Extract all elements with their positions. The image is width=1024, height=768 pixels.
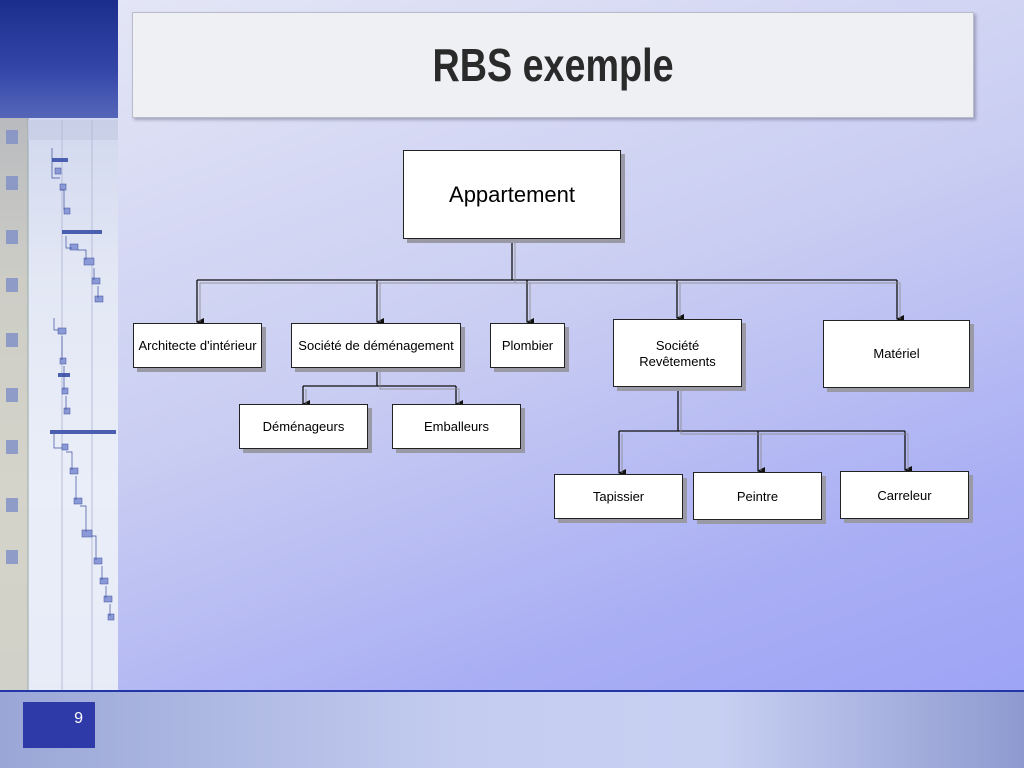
node-appartement: Appartement: [403, 150, 621, 239]
node-emballeurs: Emballeurs: [392, 404, 521, 449]
node-revetements-label-line1: Société: [655, 338, 700, 353]
node-carreleur: Carreleur: [840, 471, 969, 519]
page-number: 9: [74, 710, 83, 727]
node-revetements-label-line2: Revêtements: [639, 354, 716, 369]
node-emballeurs-label: Emballeurs: [423, 418, 490, 434]
page-number-box: 9: [23, 702, 95, 748]
node-plombier-label: Plombier: [501, 337, 554, 353]
node-demenagement-label: Société de déménagement: [298, 337, 454, 353]
node-tapissier: Tapissier: [554, 474, 683, 519]
gantt-screenshot-decoration: [0, 118, 118, 690]
node-tapissier-label: Tapissier: [592, 488, 645, 504]
rbs-connectors: [196, 240, 912, 477]
left-decorative-panel: [0, 0, 118, 690]
node-materiel-label: Matériel: [873, 346, 920, 361]
footer-divider: [0, 690, 1024, 692]
node-carreleur-label: Carreleur: [877, 488, 932, 503]
node-architecte-label: Architecte d'intérieur: [138, 337, 257, 353]
node-demenagement: Société de déménagement: [291, 323, 461, 368]
node-appartement-label: Appartement: [449, 181, 575, 207]
node-demenageurs-label: Déménageurs: [262, 418, 345, 434]
slide-title: RBS exemple: [432, 39, 674, 91]
node-demenageurs: Déménageurs: [239, 404, 368, 449]
node-architecte: Architecte d'intérieur: [133, 323, 262, 368]
node-plombier: Plombier: [490, 323, 565, 368]
gantt-decoration-graphic: [0, 118, 118, 690]
node-revetements: Société Revêtements: [613, 319, 742, 387]
footer-bar: [0, 692, 1024, 768]
node-peintre-label: Peintre: [736, 489, 779, 504]
node-materiel: Matériel: [823, 320, 970, 388]
title-box: RBS exemple: [132, 12, 974, 118]
node-peintre: Peintre: [693, 472, 822, 520]
